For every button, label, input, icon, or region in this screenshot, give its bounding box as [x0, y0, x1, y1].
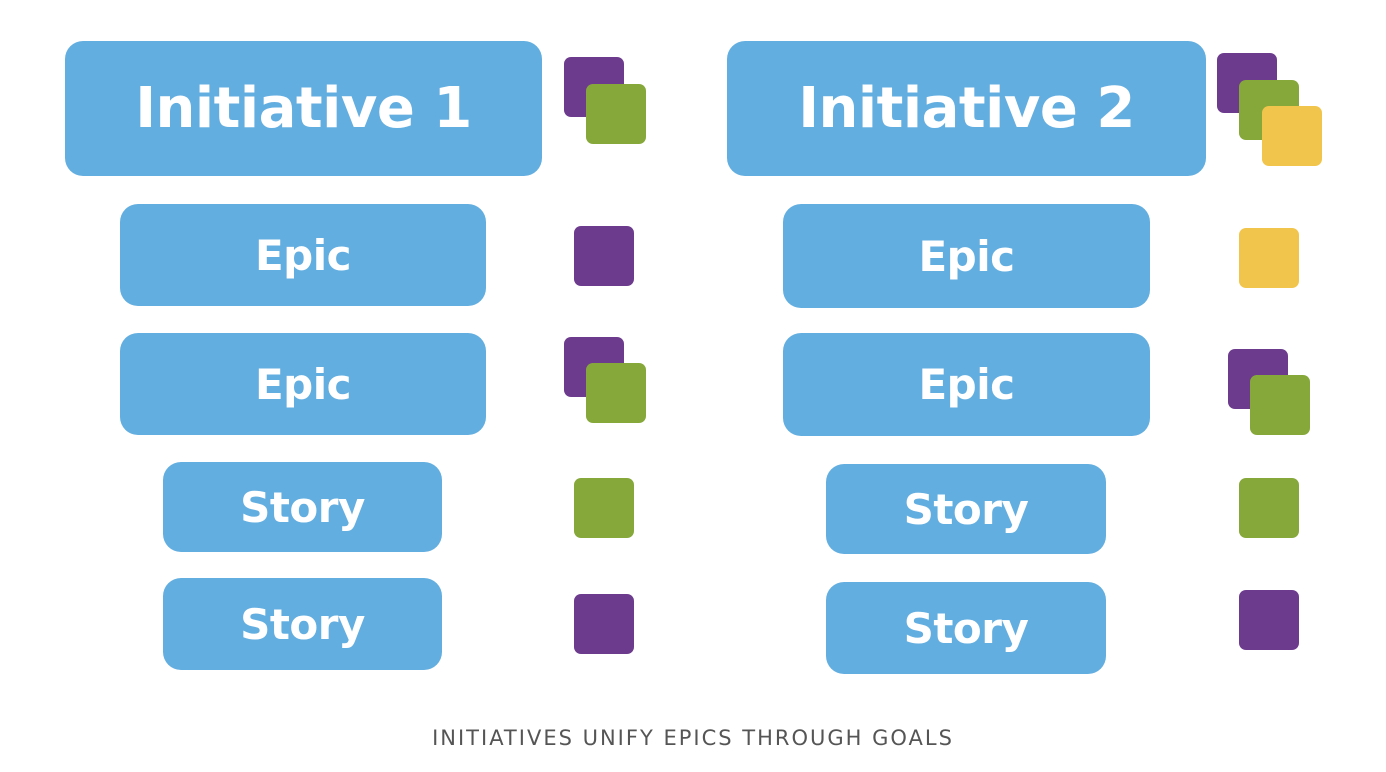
figure-caption: INITIATIVES UNIFY EPICS THROUGH GOALS: [432, 726, 954, 750]
epic-label: Epic: [918, 231, 1015, 281]
initiative-2-box: Initiative 2: [727, 41, 1206, 176]
epic-box: Epic: [783, 204, 1150, 308]
goal-yellow-square: [1262, 106, 1322, 166]
story-box: Story: [163, 578, 442, 670]
goal-purple-square: [1239, 590, 1299, 650]
goal-green-square: [586, 84, 646, 144]
initiative-1-box: Initiative 1: [65, 41, 542, 176]
initiative-1-label: Initiative 1: [135, 76, 472, 141]
goal-purple-square: [574, 594, 634, 654]
initiative-2-label: Initiative 2: [798, 76, 1135, 141]
epic-box: Epic: [783, 333, 1150, 436]
epic-label: Epic: [918, 360, 1015, 409]
story-box: Story: [826, 464, 1106, 554]
story-label: Story: [903, 603, 1029, 653]
story-box: Story: [826, 582, 1106, 674]
epic-label: Epic: [254, 230, 352, 280]
story-label: Story: [240, 482, 365, 532]
epic-label: Epic: [254, 359, 352, 409]
goal-green-square: [1239, 478, 1299, 538]
goal-green-square: [1250, 375, 1310, 435]
story-box: Story: [163, 462, 442, 552]
story-label: Story: [903, 484, 1029, 534]
epic-box: Epic: [120, 333, 486, 435]
goal-green-square: [586, 363, 646, 423]
goal-green-square: [574, 478, 634, 538]
goal-purple-square: [574, 226, 634, 286]
goal-yellow-square: [1239, 228, 1299, 288]
epic-box: Epic: [120, 204, 486, 306]
story-label: Story: [240, 599, 365, 649]
